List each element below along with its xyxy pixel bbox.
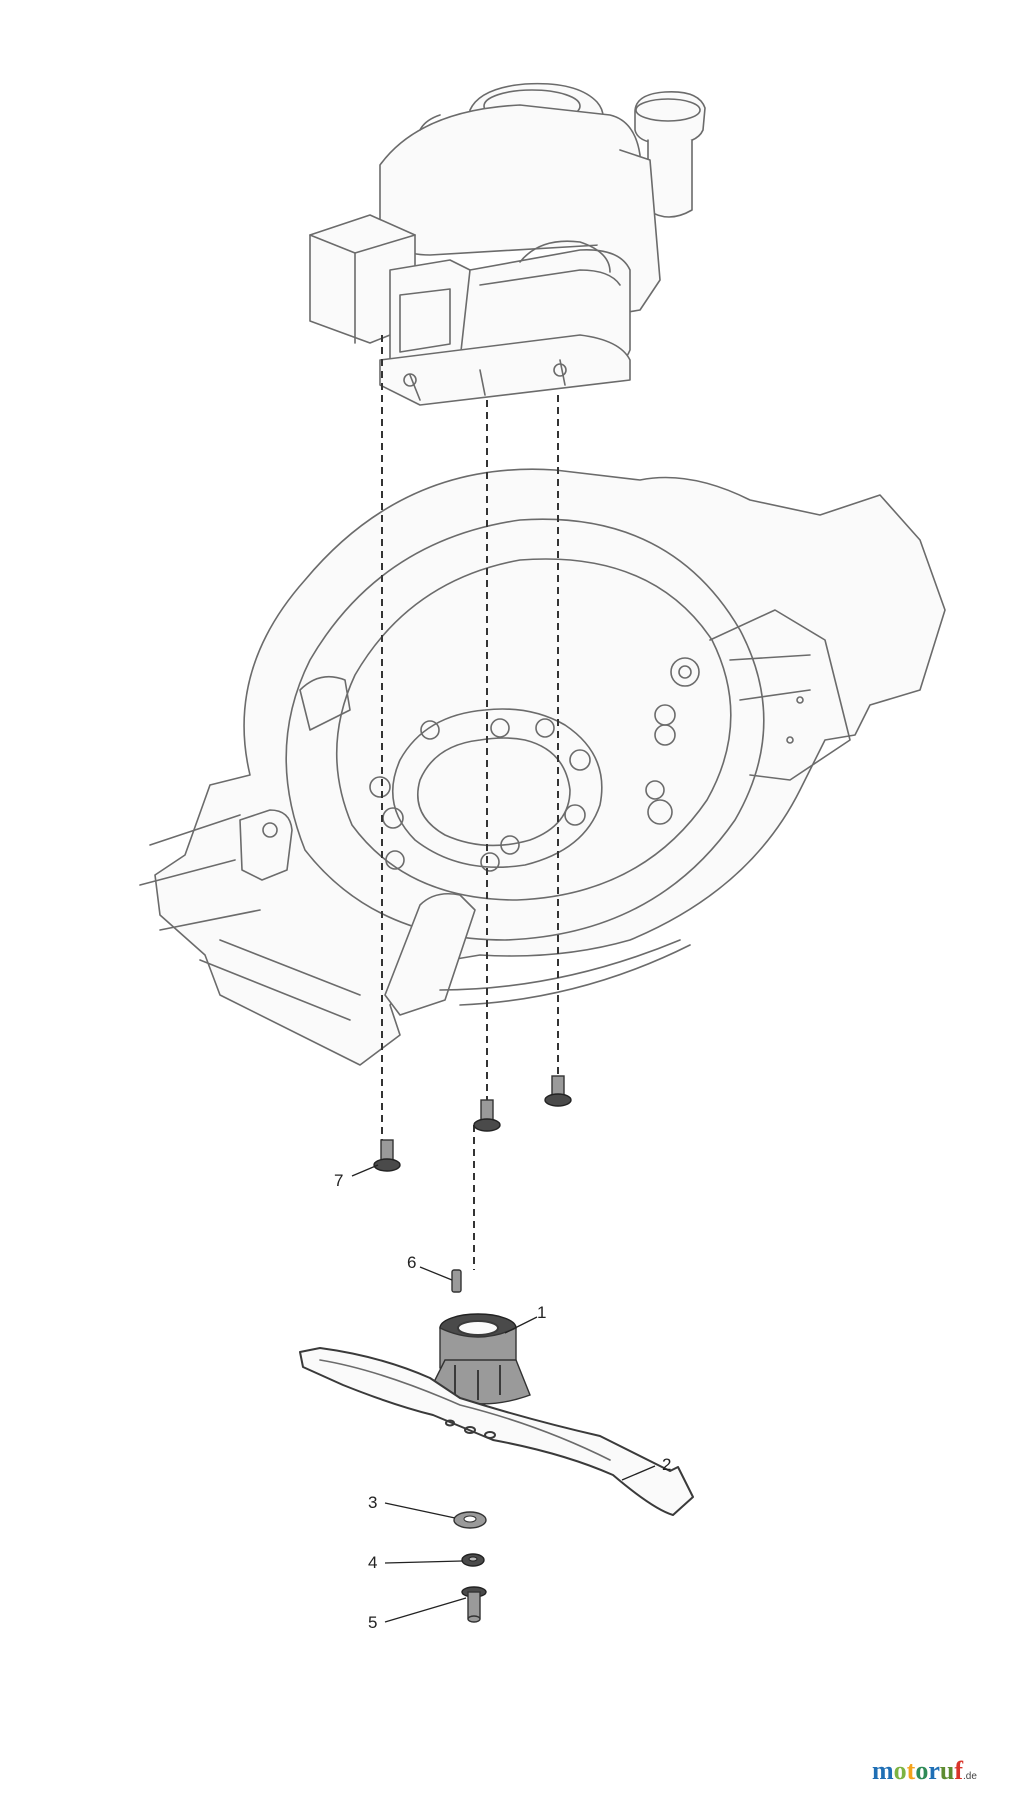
blade-bolt-5 [461, 1586, 487, 1623]
logo-letter-o2: o [915, 1756, 929, 1785]
callout-6: 6 [407, 1253, 416, 1272]
leader-lines [351, 1164, 656, 1623]
callout-3: 3 [368, 1493, 377, 1512]
logo-letter-r: r [928, 1756, 940, 1785]
logo-letter-t: t [906, 1756, 916, 1785]
mounting-bolts [373, 1075, 572, 1172]
mower-deck [139, 468, 946, 1066]
logo-suffix: .de [963, 1771, 977, 1782]
logo-letter-m: m [872, 1756, 894, 1785]
callout-2: 2 [662, 1455, 671, 1474]
washer-3 [453, 1511, 487, 1529]
callout-labels: 1 2 3 4 5 6 7 [334, 1171, 671, 1632]
logo-letter-o: o [893, 1756, 907, 1785]
alignment-lines [381, 335, 559, 1270]
spring-washer-4 [461, 1553, 485, 1567]
bolt-7 [373, 1139, 401, 1172]
logo-letter-u: u [939, 1756, 955, 1785]
callout-4: 4 [368, 1553, 377, 1572]
logo-letter-f: f [954, 1756, 964, 1785]
engine-assembly [309, 82, 706, 406]
mower-blade [299, 1347, 694, 1516]
brand-logo: motoruf.de [872, 1756, 977, 1786]
blade-adapter [429, 1269, 531, 1405]
bolt-center [473, 1099, 501, 1132]
bolt-right [544, 1075, 572, 1107]
callout-1: 1 [537, 1303, 546, 1322]
callout-5: 5 [368, 1613, 377, 1632]
blade-hardware [453, 1511, 487, 1623]
callout-7: 7 [334, 1171, 343, 1190]
